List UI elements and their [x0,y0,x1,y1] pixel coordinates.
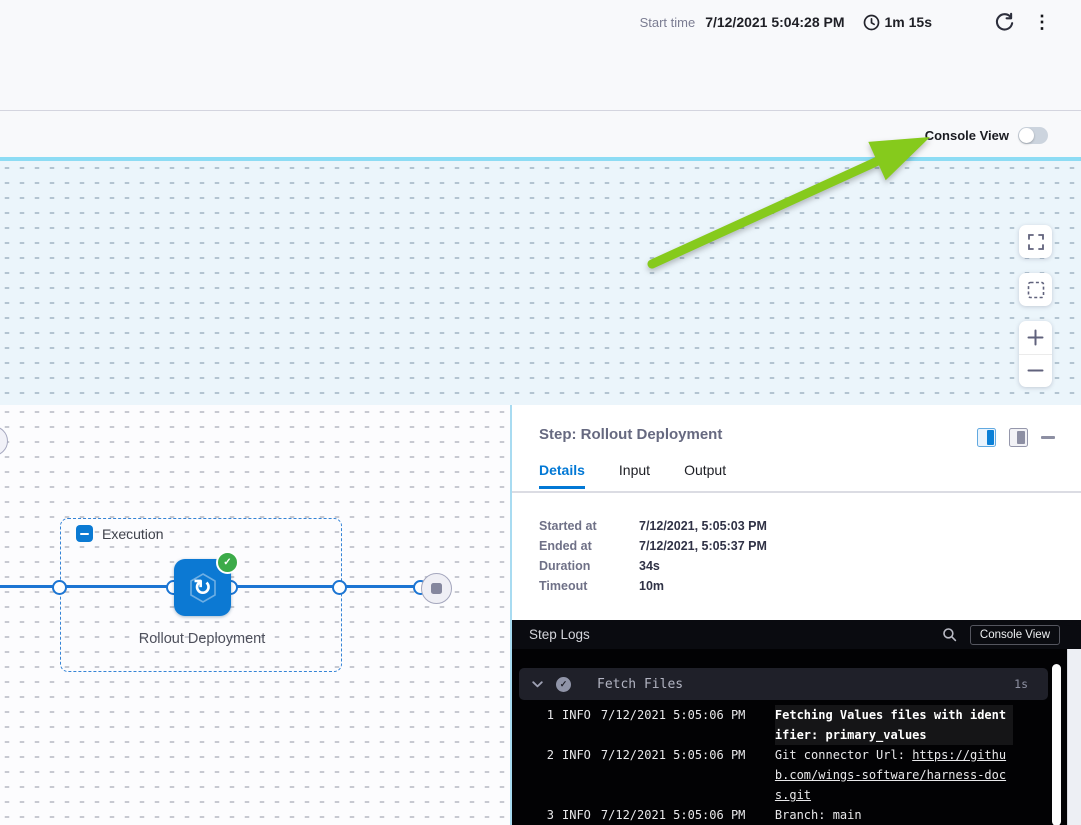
detail-row-duration: Duration 34s [539,559,767,579]
marquee-zoom-icon[interactable] [1019,273,1052,306]
hexagon-outline-icon [189,572,216,603]
split-view-icon[interactable] [977,428,996,447]
stop-icon [431,583,442,594]
console-view-button[interactable]: Console View [969,624,1060,645]
log-row: 1 INFO 7/12/2021 5:05:06 PM Fetching Val… [542,705,1081,745]
node-label: Rollout Deployment [138,631,266,647]
log-section-fetch-files[interactable]: ✓ Fetch Files 1s [519,668,1048,700]
log-level: INFO [562,708,591,722]
detail-value: 10m [639,579,665,593]
execution-group-label: Execution [102,525,164,542]
start-time-value: 7/12/2021 5:04:28 PM [705,14,845,30]
detail-value: 7/12/2021, 5:05:03 PM [639,519,767,533]
tab-divider [512,491,1081,493]
panel-scroll-gutter [1067,649,1081,825]
log-message-text: Git connector Url: [774,748,913,762]
detail-label: Timeout [539,579,588,593]
log-timestamp: 7/12/2021 5:05:06 PM [600,748,746,762]
section-success-icon: ✓ [556,676,571,692]
previous-node-partial[interactable] [0,426,8,456]
log-level: INFO [562,808,591,822]
detail-label: Duration [539,559,591,573]
detail-value: 34s [639,559,660,573]
execution-header-bar: Start time 7/12/2021 5:04:28 PM 1m 15s ⋮ [0,0,1081,111]
zoom-in-icon[interactable] [1019,321,1052,354]
log-row: 2 INFO 7/12/2021 5:05:06 PM Git connecto… [542,745,1081,805]
execution-collapse-icon[interactable] [76,525,93,542]
tab-input[interactable]: Input [618,462,651,478]
start-time-label: Start time [639,14,696,30]
panel-tabs: Details Input Output [539,462,726,489]
log-row: 3 INFO 7/12/2021 5:05:06 PM Branch: main [542,805,1081,825]
tab-output[interactable]: Output [684,462,727,478]
log-section-name: Fetch Files [597,676,684,692]
step-success-icon: ✓ [216,551,239,574]
log-line-number: 1 [546,708,554,722]
detail-label: Ended at [539,539,592,553]
execution-meta: Start time 7/12/2021 5:04:28 PM 1m 15s ⋮ [640,9,1051,35]
stop-node[interactable] [421,573,452,604]
console-view-toggle-group: Console View [925,127,1048,144]
console-view-label: Console View [924,128,1009,143]
toggle-knob [1019,128,1034,143]
kebab-menu-icon[interactable]: ⋮ [1033,12,1051,32]
log-line-number: 3 [546,808,554,822]
step-details-list: Started at 7/12/2021, 5:05:03 PM Ended a… [539,519,767,599]
step-logs-section: Step Logs Console View ✓ Fetch Files 1s … [512,620,1081,825]
split-view-fill [987,430,994,445]
stage-canvas [0,161,1081,406]
detail-row-ended-at: Ended at 7/12/2021, 5:05:37 PM [539,539,767,559]
bottom-view-icon[interactable] [1009,428,1028,447]
search-icon[interactable] [942,627,957,642]
stage-bar-divider [0,157,1081,161]
detail-row-started-at: Started at 7/12/2021, 5:05:03 PM [539,519,767,539]
log-message: Fetching Values files with identifier: p… [774,705,1013,745]
view-switch-bar: Console View [0,111,1081,157]
link-point [52,579,67,595]
link-point [332,579,347,595]
tab-details[interactable]: Details [539,462,585,489]
rollout-step-icon: ↻ [193,574,212,600]
zoom-buttons [1019,321,1052,387]
git-connector-link[interactable]: https://github.com/wings-software/harnes… [774,748,1007,802]
log-message: Git connector Url: https://github.com/wi… [775,745,1013,805]
log-level: INFO [562,748,591,762]
detail-value: 7/12/2021, 5:05:37 PM [639,539,767,553]
execution-group-header: Execution [76,525,163,542]
log-timestamp: 7/12/2021 5:05:06 PM [600,808,746,822]
step-details-panel: Step: Rollout Deployment Details Input O… [510,405,1081,825]
step-logs-header: Step Logs Console View [512,620,1081,649]
rollout-deployment-node[interactable]: ↻ ✓ [174,551,239,616]
panel-title: Step: Rollout Deployment [539,426,723,443]
log-lines: 1 INFO 7/12/2021 5:05:06 PM Fetching Val… [512,705,1081,825]
expand-icon[interactable] [1019,225,1052,258]
detail-row-timeout: Timeout 10m [539,579,767,599]
step-logs-title: Step Logs [529,627,590,642]
execution-group-box [60,518,342,672]
detail-label: Started at [539,519,597,533]
minimize-icon[interactable] [1041,436,1055,439]
log-scrollbar[interactable] [1052,664,1061,825]
console-view-toggle[interactable] [1018,127,1048,144]
elapsed-time-value: 1m 15s [884,14,932,30]
chevron-down-icon[interactable] [532,680,543,688]
log-line-number: 2 [546,748,554,762]
elapsed-time-group: 1m 15s [863,14,932,31]
bottom-view-fill [1017,431,1025,444]
panel-actions [977,428,1055,447]
canvas-zoom-controls [1019,225,1052,387]
log-message: Branch: main [774,808,862,822]
zoom-out-icon[interactable] [1019,354,1052,387]
execution-graph-canvas: Execution ↻ ✓ Rollout Deployment [0,405,510,825]
refresh-icon[interactable] [994,12,1015,33]
log-timestamp: 7/12/2021 5:05:06 PM [600,708,746,722]
clock-icon [863,14,880,31]
log-section-duration: 1s [1014,677,1028,691]
